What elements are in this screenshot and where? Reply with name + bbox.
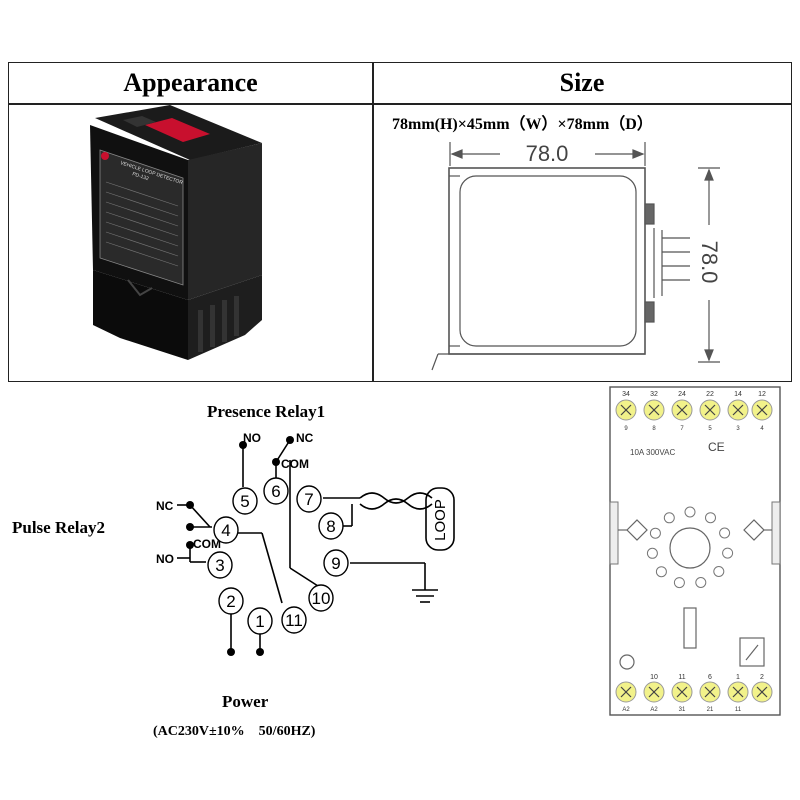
- terminal-3: 3: [207, 551, 233, 579]
- socket-top-screw-4: [727, 399, 749, 421]
- terminal-5-label: 5: [240, 492, 249, 511]
- terminal-8: 8: [318, 512, 344, 540]
- socket-pin-hole: [663, 512, 675, 524]
- device-model: PD-132: [131, 171, 149, 182]
- terminal-9-label: 9: [331, 554, 340, 573]
- terminal-9: 9: [323, 549, 349, 577]
- socket-top-sub-0: 9: [624, 426, 628, 432]
- socket-pin-hole: [722, 547, 734, 559]
- terminal-6-label: 6: [271, 482, 280, 501]
- terminal-4: 4: [213, 516, 239, 544]
- socket-top-screw-3: [699, 399, 721, 421]
- socket-top-sub-5: 4: [760, 426, 764, 432]
- socket-pin-hole: [646, 547, 658, 559]
- nc-label-relay2: NC: [156, 499, 174, 513]
- socket-top-screw-5: [751, 399, 773, 421]
- no-label-relay2: NO: [156, 552, 174, 566]
- terminal-6: 6: [263, 477, 289, 505]
- terminal-10: 10: [308, 584, 334, 612]
- socket-top-screw-1: [643, 399, 665, 421]
- socket-bottom-sub-0: A2: [622, 707, 630, 713]
- socket-top-num-5: 12: [758, 391, 766, 398]
- table-divider-vertical: [372, 63, 374, 381]
- terminal-5: 5: [232, 487, 258, 515]
- socket-pin-hole: [655, 566, 667, 578]
- size-header: Size: [559, 68, 605, 97]
- terminal-11: 11: [281, 606, 307, 634]
- terminal-7: 7: [296, 485, 322, 513]
- socket-pin-hole: [649, 527, 661, 539]
- pulse-relay-label: Pulse Relay2: [12, 518, 106, 537]
- socket-bottom-num-2: 11: [678, 674, 685, 681]
- loop-label: LOOP: [432, 499, 449, 541]
- socket-bottom-screw-1: [643, 681, 665, 703]
- spec-table: Appearance Size: [8, 62, 792, 382]
- socket-top-sub-1: 8: [652, 426, 656, 432]
- socket-bottom-sub-2: 31: [679, 707, 686, 713]
- presence-relay-label: Presence Relay1: [207, 402, 326, 421]
- terminal-2: 2: [218, 587, 244, 615]
- socket-pin-hole: [673, 577, 685, 589]
- socket-top-screw-0: [615, 399, 637, 421]
- power-label: Power: [222, 692, 269, 711]
- socket-pin-hole: [719, 527, 731, 539]
- socket-top-screw-2: [671, 399, 693, 421]
- socket-pin-hole: [713, 566, 725, 577]
- socket-top-num-3: 22: [706, 391, 714, 398]
- socket-bottom-sub-4: 11: [735, 707, 742, 713]
- terminal-1-label: 1: [255, 612, 264, 631]
- socket-top-terminals: 34 9 32 8 24 7 22 5 14 3 12 4: [615, 391, 773, 432]
- terminal-group: 1 23 45 6 78 910 11: [207, 477, 349, 635]
- socket-pin-hole: [684, 506, 696, 518]
- terminal-2-label: 2: [226, 592, 235, 611]
- socket-bottom-screw-2: [671, 681, 693, 703]
- size-dimensions-text: 78mm(H)×45mm（W）×78mm（D）: [392, 116, 653, 133]
- table-divider-horizontal: [9, 103, 791, 105]
- socket-bottom-sub-3: 21: [707, 707, 714, 713]
- socket-bottom-sub-1: A2: [650, 707, 658, 713]
- width-dimension: 78.0: [526, 141, 569, 166]
- socket-bottom-num-5: 2: [760, 674, 764, 681]
- socket-top-num-4: 14: [734, 391, 742, 398]
- terminal-7-label: 7: [304, 490, 313, 509]
- socket-bottom-screw-3: [699, 681, 721, 703]
- terminal-1: 1: [247, 607, 273, 635]
- socket-bottom-num-3: 6: [708, 674, 712, 681]
- socket-top-sub-4: 3: [736, 426, 740, 432]
- socket-bottom-screw-0: [615, 681, 637, 703]
- socket-top-num-0: 34: [622, 391, 630, 398]
- no-label-relay1: NO: [243, 431, 261, 445]
- socket-top-num-1: 32: [650, 391, 658, 398]
- socket-pin-hole: [705, 512, 716, 524]
- terminal-4-label: 4: [221, 521, 230, 540]
- terminal-8-label: 8: [326, 517, 335, 536]
- terminal-3-label: 3: [215, 556, 224, 575]
- socket-bottom-num-1: 10: [650, 674, 658, 681]
- appearance-header: Appearance: [123, 68, 258, 97]
- com-label-relay1: COM: [281, 457, 309, 471]
- terminal-11-label: 11: [285, 611, 303, 630]
- socket-top-sub-3: 5: [708, 426, 712, 432]
- height-dimension: 78.0: [697, 241, 722, 284]
- socket-bottom-screw-5: [751, 681, 773, 703]
- ce-mark: CE: [708, 440, 725, 454]
- socket-top-num-2: 24: [678, 391, 686, 398]
- socket-bottom-num-4: 1: [736, 674, 740, 681]
- nc-label-relay1: NC: [296, 431, 314, 445]
- power-spec: (AC230V±10% 50/60HZ): [153, 724, 316, 739]
- socket-pin-hole: [695, 577, 707, 588]
- socket-top-sub-2: 7: [680, 426, 684, 432]
- socket-bottom-screw-4: [727, 681, 749, 703]
- terminal-10-label: 10: [312, 589, 331, 608]
- socket-rating: 10A 300VAC: [630, 448, 675, 457]
- com-label-relay2: COM: [193, 537, 221, 551]
